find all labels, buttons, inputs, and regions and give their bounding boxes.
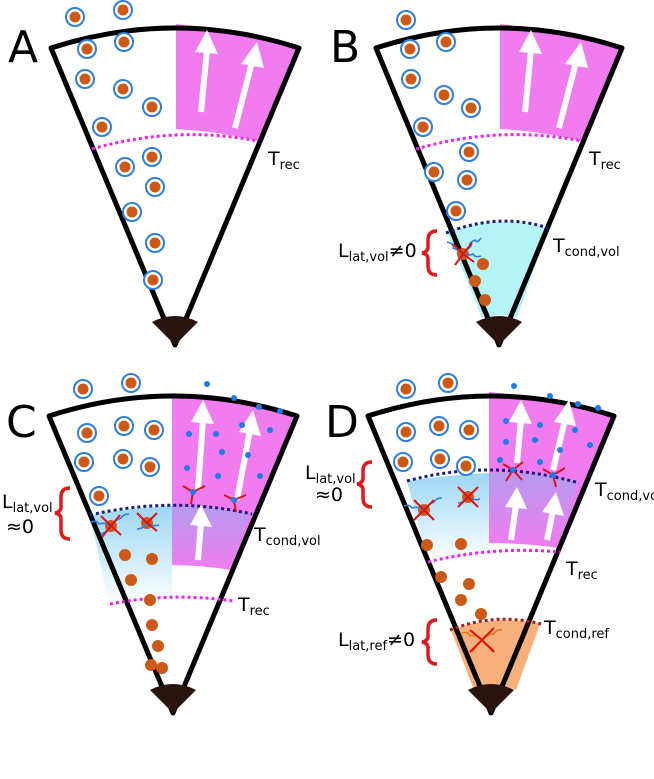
panel-b-tcond-line bbox=[445, 219, 549, 235]
core bbox=[150, 684, 196, 713]
panel-b-llat-label: Llat,vol≠0 bbox=[338, 240, 417, 265]
panel-c-trec-label: Trec bbox=[237, 594, 270, 619]
panel-d-outflow-arrows bbox=[505, 400, 576, 541]
panel-a-trec-line bbox=[91, 133, 259, 151]
panel-d-letter: D bbox=[325, 397, 359, 448]
panel-b-wedge-outline bbox=[373, 25, 625, 348]
panel-d-brace-vol bbox=[356, 460, 373, 509]
panel-c-tcond-label: Tcond,vol bbox=[253, 524, 321, 549]
panel-b-trec-line bbox=[415, 133, 583, 151]
panel-d-brace-ref bbox=[421, 618, 438, 666]
panel-d: D Tcond,vol Trec Tcond,ref Llat,vol ≈0 L… bbox=[305, 373, 654, 716]
panel-d-grains bbox=[393, 373, 487, 620]
panel-d-latent-heat-bursts bbox=[403, 461, 566, 653]
panel-c-trec-line bbox=[109, 595, 234, 606]
panel-a-trec-label: Trec bbox=[267, 148, 300, 173]
core bbox=[476, 316, 522, 345]
core bbox=[152, 316, 198, 345]
panel-d-llat-vol-rel: ≈0 bbox=[315, 484, 343, 506]
panel-a-outflow-arrows bbox=[195, 30, 264, 129]
panel-d-wedge-outline bbox=[365, 393, 617, 716]
panel-c-tcond-line bbox=[89, 503, 253, 517]
panel-b-letter: B bbox=[330, 22, 360, 73]
panel-d-tcond-vol-line bbox=[406, 468, 580, 485]
panel-b-tcond-label: Tcond,vol bbox=[552, 235, 620, 260]
panel-d-tcond-ref-label: Tcond,ref bbox=[543, 617, 609, 642]
panel-b: B Trec Tcond,vol Llat,vol≠0 bbox=[330, 10, 625, 348]
panel-b-grains bbox=[396, 10, 491, 306]
panel-c-letter: C bbox=[6, 397, 37, 448]
panel-c-brace bbox=[54, 486, 71, 541]
panel-a: A Trec bbox=[8, 0, 302, 348]
panel-c: C Tcond,vol Trec Llat,vol ≈0 bbox=[2, 373, 321, 716]
panel-d-trec-label: Trec bbox=[565, 558, 598, 583]
panel-d-trec-line bbox=[427, 548, 561, 564]
panel-c-drops bbox=[184, 381, 283, 479]
panel-b-latent-heat-burst bbox=[446, 237, 482, 266]
panel-a-wedge-outline bbox=[48, 25, 302, 348]
panel-b-cyan-region bbox=[447, 221, 548, 318]
panel-b-trec-label: Trec bbox=[588, 148, 621, 173]
panel-c-wedge-outline bbox=[46, 393, 300, 716]
panel-d-cyan-gradient bbox=[407, 473, 489, 562]
panel-a-letter: A bbox=[8, 22, 38, 73]
panel-b-brace bbox=[421, 229, 438, 277]
panel-d-drops bbox=[497, 383, 601, 465]
core bbox=[468, 684, 514, 713]
panel-c-grains bbox=[73, 373, 168, 674]
panel-c-latent-heat-bursts bbox=[90, 485, 247, 538]
panel-c-llat-rel: ≈0 bbox=[6, 516, 34, 538]
panel-b-outflow-arrows bbox=[519, 30, 588, 129]
panel-c-violet-band bbox=[172, 506, 250, 570]
panel-c-llat-label: Llat,vol bbox=[2, 491, 53, 516]
panel-c-outflow-arrows bbox=[190, 400, 261, 561]
panel-a-grains bbox=[65, 0, 165, 290]
panel-d-llat-vol-label: Llat,vol bbox=[305, 462, 356, 487]
panel-d-llat-ref-label: Llat,ref≠0 bbox=[338, 629, 415, 654]
panel-d-tcond-vol-label: Tcond,vol bbox=[594, 479, 654, 504]
